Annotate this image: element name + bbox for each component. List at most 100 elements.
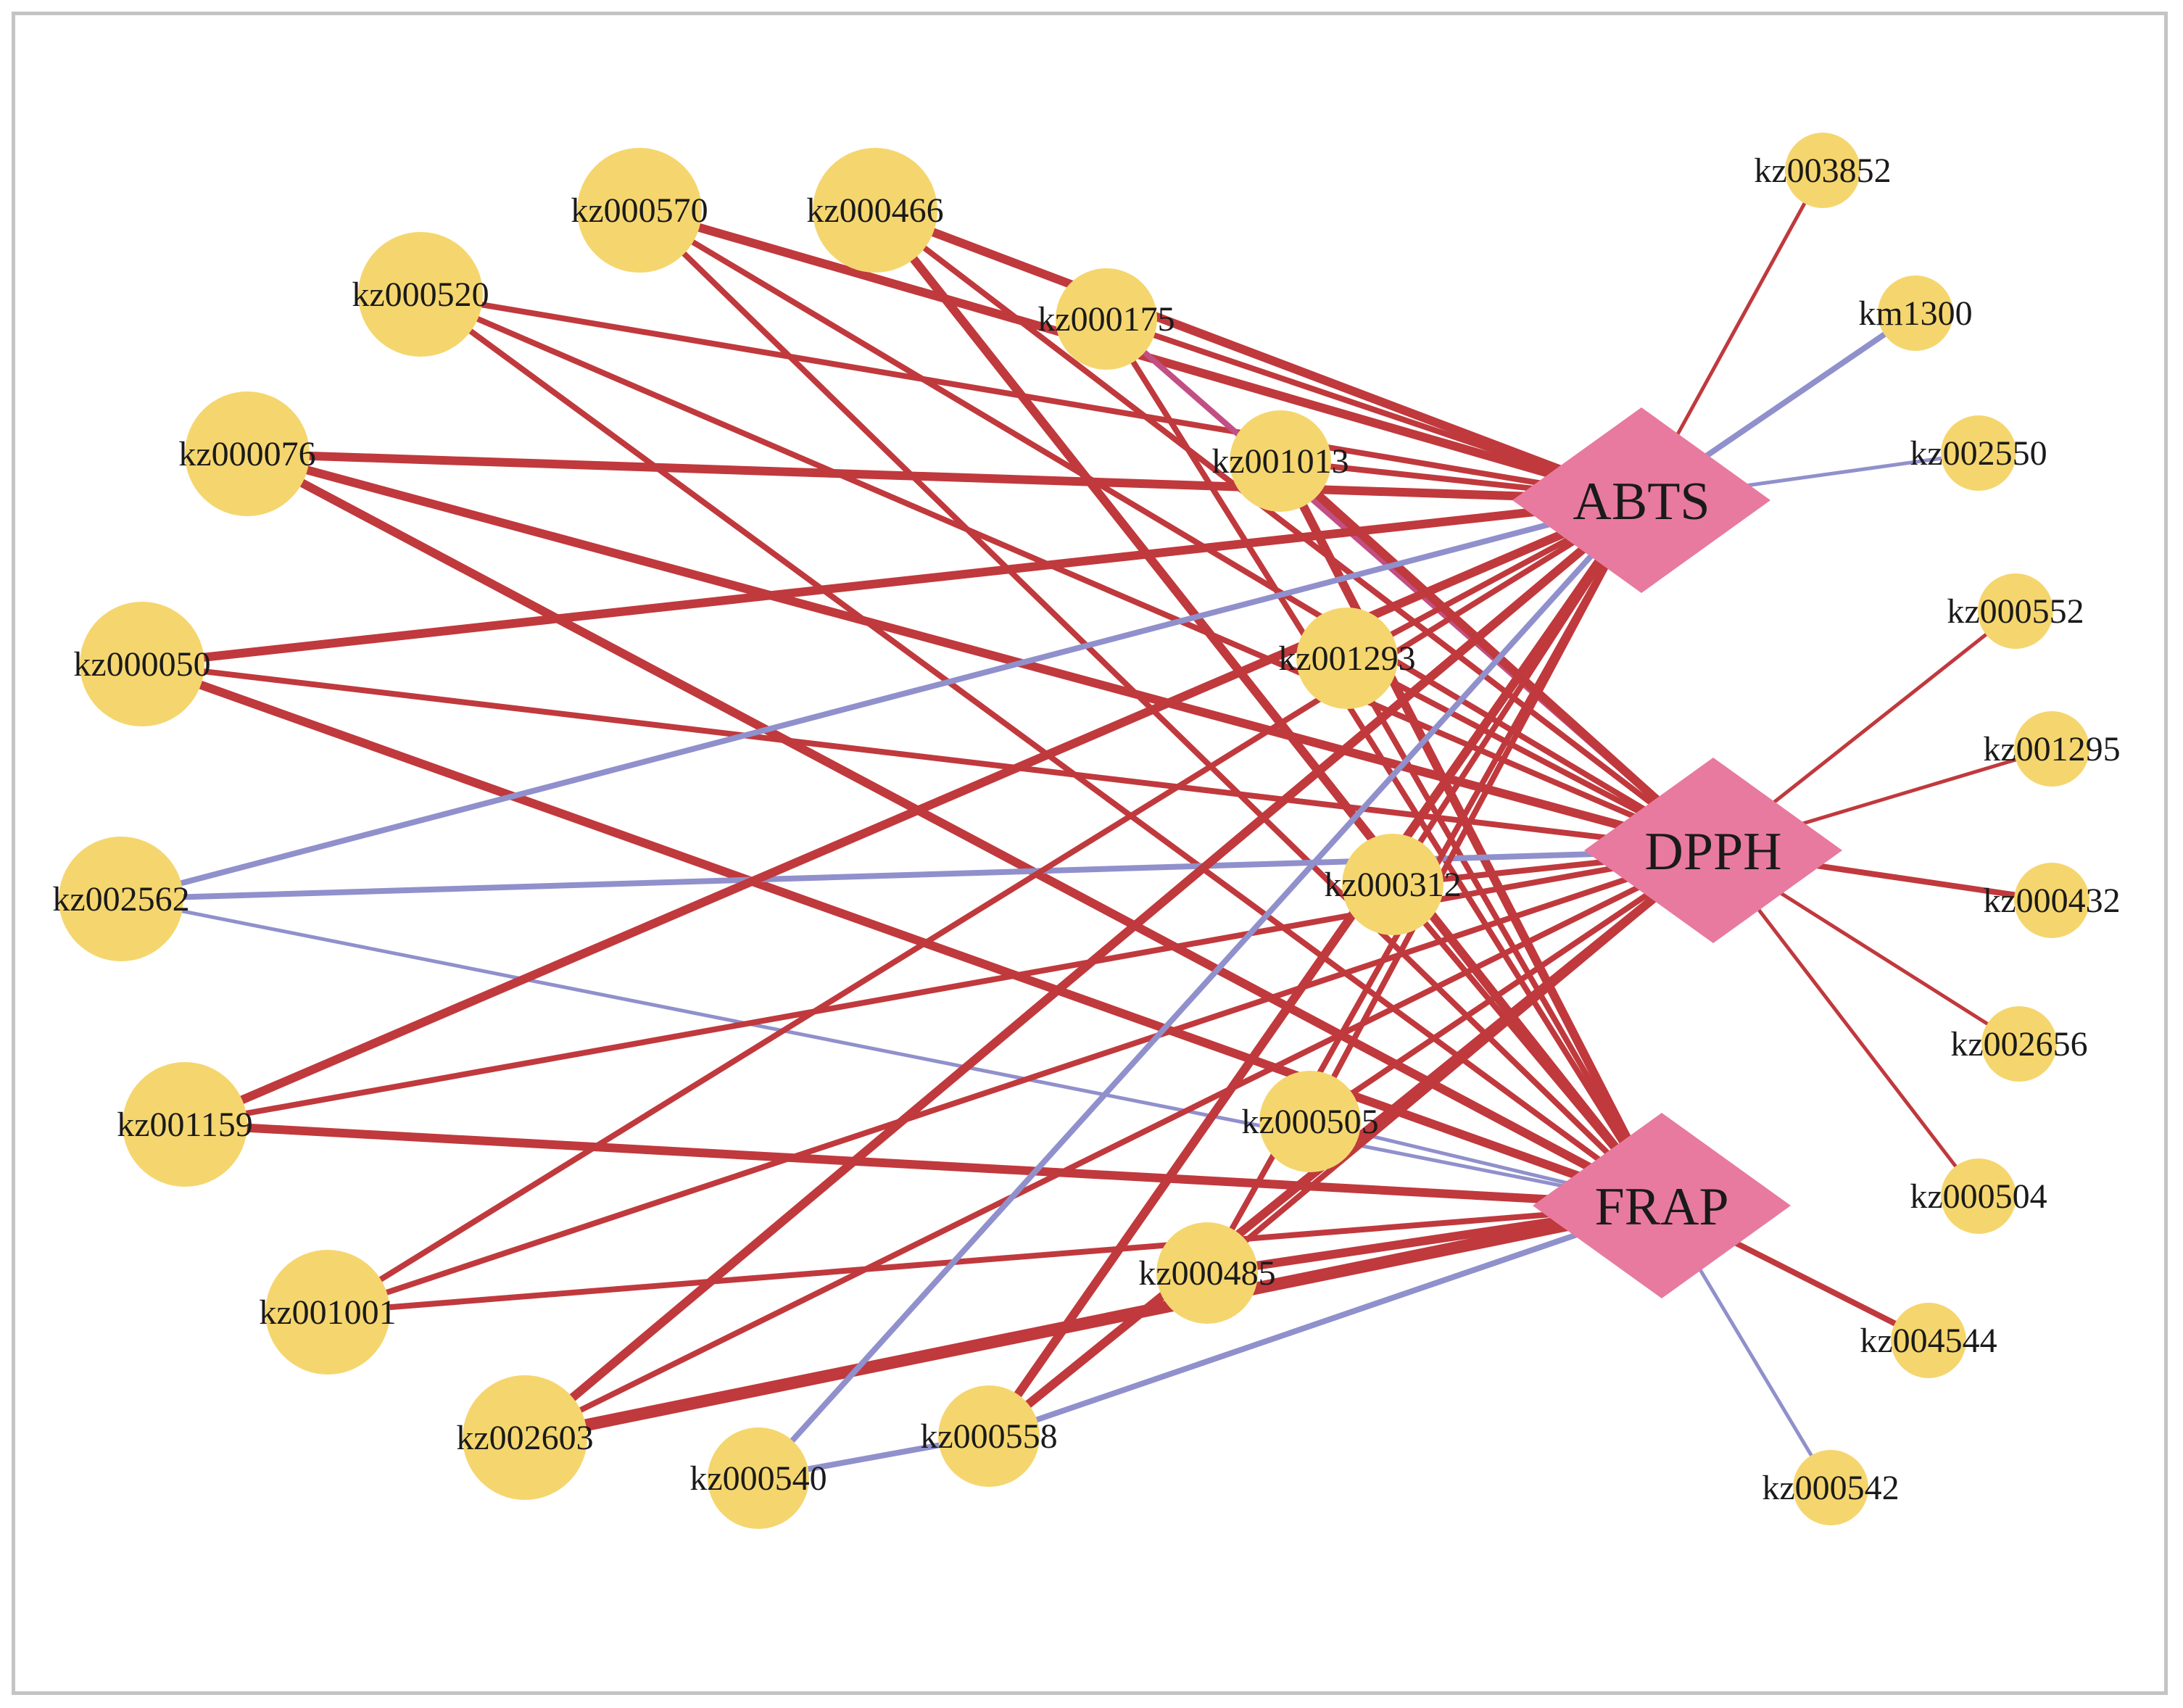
compound-circle	[2014, 711, 2089, 787]
compound-circle	[1941, 1158, 2016, 1234]
compound-circle	[1981, 1006, 2057, 1082]
compound-circle	[123, 1062, 247, 1187]
compound-label: kz000432	[1983, 882, 2120, 920]
edge-kz000558-ABTS	[985, 496, 1646, 1440]
assay-node-dpph: DPPH	[1584, 758, 1842, 943]
compound-label: kz002656	[1950, 1025, 2087, 1064]
compound-label: kz004544	[1860, 1322, 1997, 1360]
edge-kz000076-DPPH	[243, 449, 1718, 855]
compound-node-kz001293: kz001293	[1278, 608, 1416, 709]
compound-node-kz001159: kz001159	[117, 1062, 253, 1187]
compound-circle	[2014, 863, 2089, 938]
compound-circle	[1785, 133, 1860, 208]
compound-node-kz002550: kz002550	[1910, 415, 2047, 491]
compound-circle	[938, 1385, 1040, 1487]
compound-circle	[1156, 1222, 1258, 1324]
compound-label: kz000504	[1910, 1177, 2047, 1216]
edge-kz000570-DPPH	[637, 207, 1716, 853]
compound-node-kz000505: kz000505	[1241, 1071, 1379, 1172]
compound-node-kz001013: kz001013	[1211, 410, 1349, 512]
compound-label: kz001013	[1211, 442, 1349, 481]
compound-node-kz004544: kz004544	[1860, 1303, 1997, 1378]
compound-label: kz000312	[1324, 866, 1461, 904]
edge-kz001159-DPPH	[182, 847, 1716, 1127]
compound-label: km1300	[1858, 294, 1972, 333]
compound-node-kz000432: kz000432	[1983, 863, 2121, 938]
compound-label: kz002550	[1910, 434, 2047, 473]
compound-label: kz002562	[52, 880, 189, 919]
edge-kz000050-DPPH	[139, 661, 1716, 853]
compound-node-kz000520: kz000520	[352, 232, 489, 357]
compound-label: kz000505	[1241, 1103, 1378, 1141]
edge-kz001159-ABTS	[181, 496, 1646, 1129]
compound-label: kz000570	[571, 191, 708, 230]
compound-label: kz000558	[920, 1417, 1057, 1456]
compound-circle	[80, 602, 204, 726]
compound-node-kz000050: kz000050	[73, 602, 211, 726]
compound-circle	[265, 1250, 390, 1375]
compound-node-kz000542: kz000542	[1762, 1450, 1900, 1525]
edge-kz001001-ABTS	[325, 497, 1644, 1315]
compound-node-kz001001: kz001001	[259, 1250, 397, 1375]
compound-circle	[1296, 608, 1398, 709]
edge-kz000175-ABTS	[1103, 316, 1644, 503]
compound-label: kz000540	[689, 1459, 827, 1498]
edge-kz001013-DPPH	[1276, 457, 1718, 855]
compound-label: kz000175	[1037, 300, 1175, 339]
edge-kz002603-FRAP	[518, 1199, 1668, 1444]
compound-label: kz000466	[806, 191, 943, 230]
compound-node-kz000552: kz000552	[1947, 573, 2084, 649]
compound-node-kz002562: kz002562	[52, 837, 190, 961]
compound-circle	[358, 232, 483, 357]
assay-diamond	[1584, 758, 1842, 943]
compound-node-km1300: km1300	[1858, 275, 1973, 351]
edge-kz000505-DPPH	[1307, 847, 1716, 1124]
compound-node-kz000504: kz000504	[1910, 1158, 2047, 1234]
assay-diamond	[1512, 407, 1770, 593]
compound-label: kz000050	[73, 645, 210, 684]
compound-node-kz002656: kz002656	[1950, 1006, 2088, 1082]
edge-kz001001-DPPH	[325, 847, 1716, 1315]
compound-circle	[708, 1427, 809, 1529]
compound-circle	[1941, 415, 2016, 491]
edge-kz000076-FRAP	[243, 449, 1666, 1210]
compound-label: kz003852	[1754, 152, 1891, 190]
compound-circle	[1878, 275, 1953, 351]
edge-kz000466-ABTS	[871, 206, 1646, 505]
compound-circle	[1342, 834, 1443, 935]
compound-label: kz002603	[456, 1419, 593, 1457]
compound-circle	[463, 1375, 587, 1500]
compound-label: kz001293	[1278, 639, 1415, 678]
compound-label: kz000520	[352, 275, 489, 314]
edge-kz000520-ABTS	[418, 291, 1644, 503]
compound-label: kz000552	[1947, 592, 2084, 631]
compound-node-kz000485: kz000485	[1138, 1222, 1276, 1324]
compound-circle	[1230, 410, 1331, 512]
compound-circle	[1978, 573, 2053, 649]
compound-circle	[813, 148, 937, 273]
edge-kz001159-FRAP	[181, 1120, 1666, 1210]
compound-node-kz001295: kz001295	[1983, 711, 2121, 787]
assay-label: DPPH	[1644, 822, 1781, 882]
compound-node-kz003852: kz003852	[1754, 133, 1892, 208]
assay-label: FRAP	[1594, 1177, 1728, 1237]
edges-layer	[118, 168, 2055, 1490]
edge-kz002603-DPPH	[522, 847, 1716, 1440]
assay-label: ABTS	[1573, 472, 1710, 531]
compound-node-kz000312: kz000312	[1324, 834, 1462, 935]
edge-kz002603-ABTS	[521, 496, 1646, 1442]
edge-kz000050-ABTS	[138, 496, 1646, 668]
compound-circle	[59, 837, 183, 961]
compound-node-kz000540: kz000540	[689, 1427, 827, 1529]
compound-label: kz001295	[1983, 730, 2120, 768]
compound-label: kz000542	[1762, 1469, 1899, 1507]
compound-node-kz000466: kz000466	[806, 148, 944, 273]
assay-node-frap: FRAP	[1533, 1113, 1791, 1298]
edge-kz000466-FRAP	[871, 206, 1666, 1210]
edge-kz002562-ABTS	[118, 497, 1644, 902]
compound-circle	[1259, 1071, 1361, 1172]
compound-circle	[577, 148, 702, 273]
edge-kz001001-FRAP	[325, 1203, 1665, 1315]
